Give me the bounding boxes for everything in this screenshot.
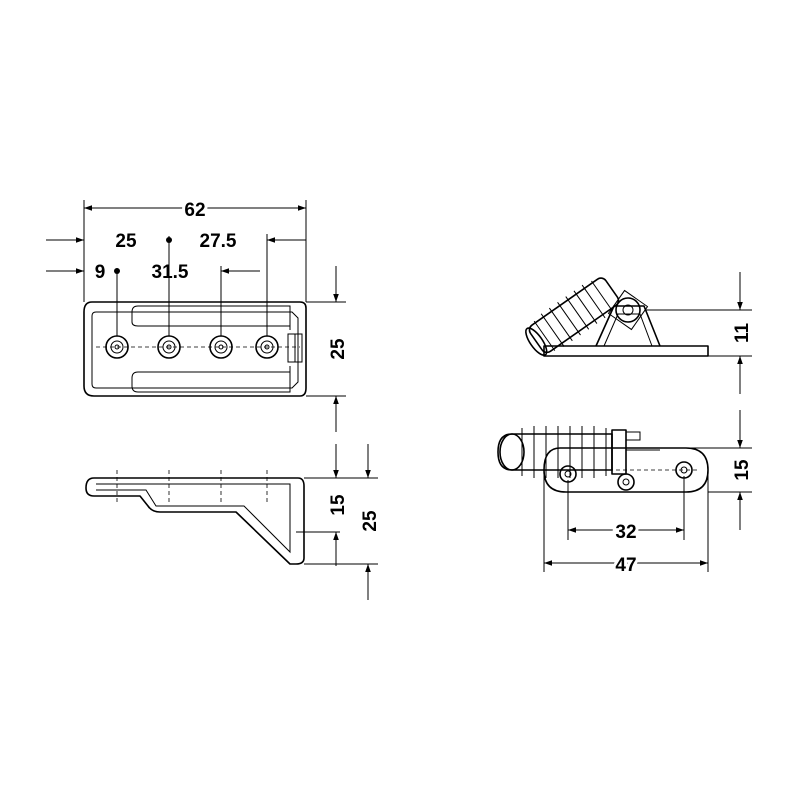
dim-plan-length: 47	[615, 555, 636, 576]
dim-dot-lower	[114, 268, 120, 274]
dim-plan-width: 15	[732, 459, 753, 481]
dim-dot-upper	[166, 237, 172, 243]
plan-view-hole-center	[617, 473, 635, 491]
top-view-slot-upper	[131, 305, 291, 330]
angled-view-bracket	[595, 305, 661, 347]
dim-hole-offset-d: 31.5	[152, 262, 189, 283]
top-view-slot-lower	[131, 366, 291, 393]
angled-view: 11	[525, 272, 753, 394]
dim-base-height: 11	[732, 323, 753, 344]
dim-flange-height: 15	[328, 494, 349, 516]
dim-hole-offset-a: 25	[115, 231, 137, 252]
angled-view-base-plate	[543, 345, 709, 357]
dim-hole-spacing: 32	[615, 522, 636, 543]
top-view-hole-3	[209, 335, 233, 359]
side-view: 15 25	[85, 444, 381, 600]
side-view-profile	[85, 477, 305, 565]
dim-hole-offset-c: 9	[95, 262, 106, 283]
angled-view-pivot	[615, 297, 641, 323]
plan-view-hole-left	[559, 465, 577, 483]
dim-overall-width: 62	[184, 200, 205, 221]
plan-view: 15 32 47	[497, 410, 753, 579]
top-view-plate-outline	[83, 301, 307, 397]
top-view: 62 25 27.5 9 31.5 25	[46, 197, 349, 432]
top-view-inner-frame	[91, 311, 299, 389]
dim-total-height: 25	[360, 510, 381, 532]
dim-hole-offset-b: 27.5	[200, 231, 237, 252]
plan-view-base-plate	[543, 447, 709, 493]
plan-view-spring	[497, 426, 660, 478]
angled-view-spring	[525, 277, 620, 356]
dim-depth: 25	[328, 338, 349, 360]
